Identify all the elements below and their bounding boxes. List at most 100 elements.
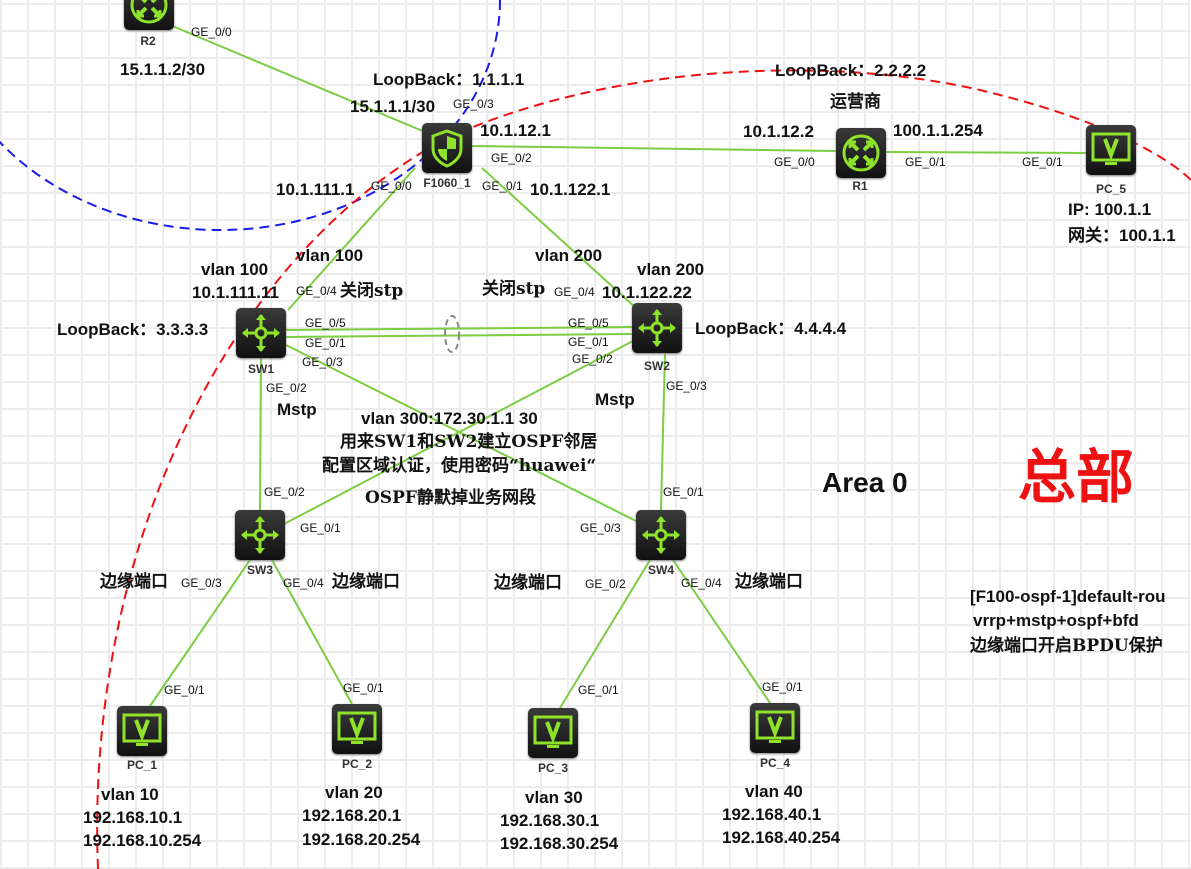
annotation-label: 边缘端口 <box>332 572 400 592</box>
annotation-label: IP: 100.1.1 <box>1068 200 1152 219</box>
port-label: GE_0/1 <box>164 683 205 697</box>
device-name: PC_3 <box>537 761 569 775</box>
device-name: PC_5 <box>1095 182 1127 196</box>
port-label: GE_0/4 <box>296 284 337 298</box>
link-sw4-pc4[interactable] <box>672 559 771 704</box>
port-label: GE_0/4 <box>554 285 595 299</box>
port-label: GE_0/4 <box>681 576 722 590</box>
port-label: GE_0/1 <box>482 179 523 193</box>
port-label: GE_0/2 <box>572 352 613 366</box>
vlan-label: vlan 100 <box>296 246 364 265</box>
loopback-label: LoopBack：2.2.2.2 <box>775 61 927 80</box>
sw2-switch-icon[interactable] <box>632 303 682 353</box>
ip-address-label: 192.168.40.254 <box>722 828 841 847</box>
link-r1-pc5[interactable] <box>885 151 1087 154</box>
annotation-label: vrrp+mstp+ospf+bfd <box>973 611 1139 630</box>
vlan-label: vlan 300:172.30.1.1 30 <box>361 409 538 428</box>
link-sw1-sw4[interactable] <box>285 344 641 524</box>
ip-address-label: 15.1.1.2/30 <box>120 60 206 79</box>
link-sw3-pc2[interactable] <box>271 559 353 705</box>
vlan-label: vlan 200 <box>637 260 705 279</box>
link-sw1-sw2-ge05[interactable] <box>285 326 633 331</box>
link-f1060-sw2[interactable] <box>481 167 637 309</box>
port-label: GE_0/3 <box>666 379 707 393</box>
link-sw3-pc1[interactable] <box>149 559 251 707</box>
pc-1-pc-icon[interactable] <box>117 706 167 756</box>
link-f1060-r1[interactable] <box>471 145 837 152</box>
link-sw4-pc3[interactable] <box>559 559 651 709</box>
annotation-label: OSPF静默掉业务网段 <box>365 488 536 508</box>
port-label: GE_0/2 <box>585 577 626 591</box>
ip-address-label: 192.168.40.1 <box>722 805 822 824</box>
ip-address-label: 192.168.30.1 <box>500 811 600 830</box>
annotation-label: Mstp <box>595 390 635 409</box>
port-label: GE_0/3 <box>181 576 222 590</box>
loopback-label: LoopBack：3.3.3.3 <box>57 320 209 339</box>
sw1-switch-icon[interactable] <box>236 308 286 358</box>
pc-5-pc-icon[interactable] <box>1086 125 1136 175</box>
port-label: GE_0/3 <box>453 97 494 111</box>
device-name: R2 <box>140 34 156 48</box>
port-label: GE_0/2 <box>266 381 307 395</box>
device-name: SW1 <box>247 362 275 376</box>
device-name: PC_2 <box>341 757 373 771</box>
r1-router-icon[interactable] <box>836 128 886 178</box>
pc-3-pc-icon[interactable] <box>528 708 578 758</box>
port-label: GE_0/1 <box>905 155 946 169</box>
port-label: GE_0/1 <box>1022 155 1063 169</box>
ip-address-label: 10.1.12.1 <box>480 121 551 140</box>
device-name: SW3 <box>246 563 274 577</box>
link-sw2-sw3[interactable] <box>283 340 634 525</box>
annotation-label: Mstp <box>277 400 317 419</box>
ip-address-label: 10.1.122.1 <box>530 180 611 199</box>
device-name: PC_4 <box>759 756 791 770</box>
device-name: R1 <box>852 179 868 193</box>
f1060-1-firewall-icon[interactable] <box>422 123 472 173</box>
annotation-label: 运营商 <box>830 92 881 112</box>
annotation-label: 用来SW1和SW2建立OSPF邻居 <box>340 432 598 452</box>
sw3-switch-icon[interactable] <box>235 510 285 560</box>
pc-2-pc-icon[interactable] <box>332 704 382 754</box>
annotation-label: 边缘端口 <box>735 572 803 592</box>
link-f1060-sw1[interactable] <box>287 167 416 311</box>
port-label: GE_0/5 <box>568 316 609 330</box>
port-label: GE_0/2 <box>491 151 532 165</box>
link-aggregation-marker <box>444 315 460 353</box>
device-name: F1060_1 <box>423 176 471 190</box>
port-label: GE_0/1 <box>578 683 619 697</box>
port-label: GE_0/0 <box>774 155 815 169</box>
vlan-label: vlan 100 <box>201 260 269 279</box>
port-label: GE_0/1 <box>305 336 346 350</box>
link-r2-f1060[interactable] <box>169 24 426 133</box>
ip-address-label: 192.168.10.254 <box>83 831 202 850</box>
headquarters-label: 总部 <box>1018 443 1135 511</box>
annotation-label: 边缘端口 <box>494 573 562 593</box>
loopback-label: LoopBack：1.1.1.1 <box>373 70 525 89</box>
port-label: GE_0/5 <box>305 316 346 330</box>
area0-boundary <box>96 69 1191 869</box>
pc-4-pc-icon[interactable] <box>750 703 800 753</box>
sw4-switch-icon[interactable] <box>636 510 686 560</box>
annotation-label: [F100-ospf-1]default-rou <box>970 587 1166 606</box>
link-sw1-sw3[interactable] <box>259 357 262 511</box>
device-name: SW4 <box>647 563 675 577</box>
port-label: GE_0/1 <box>300 521 341 535</box>
r2-router-icon[interactable] <box>124 0 174 30</box>
ip-address-label: 10.1.12.2 <box>743 122 814 141</box>
annotation-label: 边缘端口开启BPDU保护 <box>970 636 1163 656</box>
annotation-label: 网关：100.1.1 <box>1068 226 1176 245</box>
ip-address-label: 15.1.1.1/30 <box>350 97 436 116</box>
vlan-label: vlan 30 <box>525 788 583 807</box>
ip-address-label: 192.168.10.1 <box>83 808 183 827</box>
loopback-label: LoopBack：4.4.4.4 <box>695 319 847 338</box>
vlan-label: vlan 20 <box>325 783 383 802</box>
annotation-label: 边缘端口 <box>100 572 168 592</box>
link-sw2-sw4[interactable] <box>660 352 666 511</box>
annotation-label: 关闭stp <box>340 281 404 301</box>
vlan-label: vlan 10 <box>101 785 159 804</box>
vlan-label: vlan 200 <box>535 246 603 265</box>
external-boundary <box>0 0 501 231</box>
port-label: GE_0/1 <box>762 680 803 694</box>
port-label: GE_0/1 <box>343 681 384 695</box>
annotation-label: 关闭stp <box>482 279 546 299</box>
